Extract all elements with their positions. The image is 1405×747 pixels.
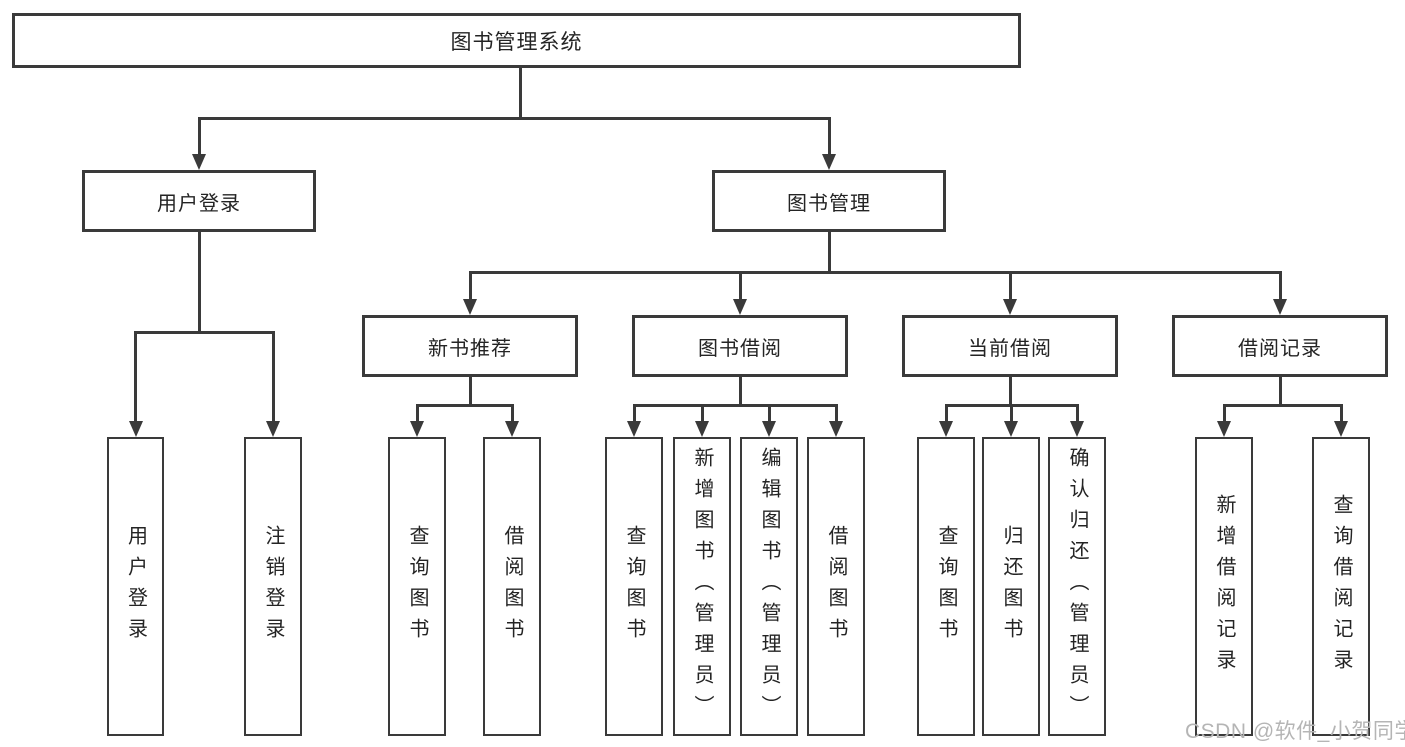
node-borrowing-records: 借阅记录 [1172,315,1388,377]
arrowhead-down-icon [822,154,836,170]
node-current-borrowing: 当前借阅 [902,315,1118,377]
leaf-query-books-current: 查询图书 [917,437,975,736]
connector-line [738,271,742,301]
leaf-label: 用户登录 [124,524,147,649]
connector-line [1339,404,1343,425]
leaf-borrow-books: 借阅图书 [807,437,865,736]
leaf-query-borrow-record: 查询借阅记录 [1312,437,1370,736]
leaf-label: 查询图书 [935,524,957,649]
leaf-label: 借阅图书 [825,524,847,649]
leaf-label: 新增借阅记录 [1213,493,1235,680]
arrowhead-down-icon [266,421,280,437]
node-label: 借阅记录 [1238,337,1322,360]
leaf-label: 新增图书（管理员） [691,447,713,726]
arrowhead-down-icon [1334,421,1348,437]
arrowhead-down-icon [829,421,843,437]
leaf-query-books-recommend: 查询图书 [388,437,446,736]
connector-line [1222,404,1226,425]
arrowhead-down-icon [1004,421,1018,437]
leaf-label: 确认归还（管理员） [1066,447,1088,726]
leaf-label: 注销登录 [262,524,284,649]
connector-line [1278,377,1282,407]
connector-line [510,404,514,425]
connector-line [1008,377,1012,407]
arrowhead-down-icon [1273,299,1287,315]
connector-line [197,117,201,156]
arrowhead-down-icon [762,421,776,437]
arrowhead-down-icon [1070,421,1084,437]
node-user-login: 用户登录 [82,170,316,232]
connector-line [197,232,201,334]
arrowhead-down-icon [695,421,709,437]
node-label: 图书管理 [787,192,871,215]
connector-line [271,331,275,423]
connector-line [834,404,838,425]
node-label: 当前借阅 [968,337,1052,360]
connector-line [468,271,472,301]
connector-line [1278,271,1282,301]
arrowhead-down-icon [128,421,143,437]
arrowhead-down-icon [733,299,747,315]
leaf-borrow-books-recommend: 借阅图书 [483,437,541,736]
leaf-confirm-return-admin: 确认归还（管理员） [1048,437,1106,736]
node-label: 图书管理系统 [450,30,583,54]
connector-line [632,404,838,407]
connector-line [518,68,522,118]
node-library-system: 图书管理系统 [12,13,1021,68]
arrowhead-down-icon [1003,299,1017,315]
connector-line [468,271,1282,274]
arrowhead-down-icon [410,421,424,437]
connector-line [468,377,472,407]
connector-line [1222,404,1343,407]
connector-line [415,404,419,425]
leaf-label: 编辑图书（管理员） [758,447,780,726]
node-label: 图书借阅 [698,337,782,360]
arrowhead-down-icon [505,421,519,437]
leaf-user-login: 用户登录 [107,437,164,736]
leaf-edit-books-admin: 编辑图书（管理员） [740,437,798,736]
connector-line [700,404,704,425]
connector-line [134,331,137,423]
leaf-label: 归还图书 [1000,524,1022,649]
connector-line [197,117,831,120]
leaf-add-books-admin: 新增图书（管理员） [673,437,731,736]
leaf-label: 查询图书 [406,524,428,649]
leaf-label: 查询借阅记录 [1330,493,1352,680]
connector-line [944,404,948,425]
connector-line [767,404,771,425]
connector-line [1008,271,1012,301]
connector-line [1075,404,1079,425]
leaf-label: 借阅图书 [501,524,523,649]
leaf-label: 查询图书 [623,524,645,649]
leaf-add-borrow-record: 新增借阅记录 [1195,437,1253,736]
arrowhead-down-icon [1217,421,1231,437]
leaf-return-books: 归还图书 [982,437,1040,736]
arrowhead-down-icon [463,299,477,315]
arrowhead-down-icon [939,421,953,437]
connector-line [1009,404,1013,425]
connector-line [415,404,514,407]
connector-line [738,377,742,407]
leaf-query-books-borrow: 查询图书 [605,437,663,736]
connector-line [827,117,831,156]
node-book-management: 图书管理 [712,170,946,232]
leaf-logout: 注销登录 [244,437,302,736]
arrowhead-down-icon [192,154,206,170]
csdn-watermark: CSDN @软件_小贺同学 [1185,720,1405,743]
node-label: 新书推荐 [428,337,512,360]
connector-line [134,331,275,334]
arrowhead-down-icon [627,421,641,437]
node-book-borrowing: 图书借阅 [632,315,848,377]
node-label: 用户登录 [157,192,241,215]
connector-line [827,232,831,274]
node-new-book-recommendation: 新书推荐 [362,315,578,377]
connector-line [632,404,636,425]
